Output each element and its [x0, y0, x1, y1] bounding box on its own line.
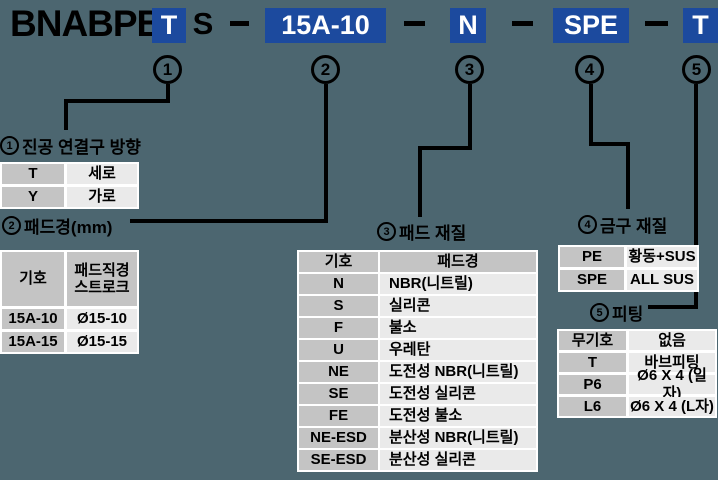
description-cell: 황동+SUS: [627, 247, 697, 267]
table-title-text: 패드 재질: [399, 224, 467, 243]
description-cell: 분산성 실리콘: [380, 450, 536, 470]
connector-line-1: [166, 84, 170, 103]
code-cell: FE: [299, 406, 378, 426]
description-cell: 도전성 불소: [380, 406, 536, 426]
code-cell: NE-ESD: [299, 428, 378, 448]
connector-line-3: [418, 146, 472, 150]
connector-line-4: [589, 84, 593, 146]
connector-line-5: [648, 305, 698, 309]
callout-circle-5: 5: [682, 55, 711, 84]
description-cell: Ø15-15: [67, 332, 137, 352]
code-segment: SPE: [553, 8, 629, 43]
code-cell: T: [2, 164, 64, 184]
description-cell: 분산성 NBR(니트릴): [380, 428, 536, 448]
code-cell: L6: [559, 397, 626, 416]
code-cell: P6: [559, 375, 626, 394]
code-cell: S: [299, 296, 378, 316]
callout-circle-2: 2: [311, 55, 340, 84]
code-cell: 무기호: [559, 331, 626, 350]
code-cell: 15A-10: [2, 309, 64, 329]
connector-line-3: [418, 146, 422, 217]
code-segment: N: [450, 8, 486, 43]
code-cell: N: [299, 274, 378, 294]
callout-circle-4: 4: [575, 55, 604, 84]
description-cell: 불소: [380, 318, 536, 338]
separator-dash-icon: [512, 21, 533, 26]
description-cell: Ø6 X 4 (L자): [629, 397, 715, 416]
connector-line-4: [589, 142, 630, 146]
code-cell: T: [559, 353, 626, 372]
circled-number-icon: 3: [377, 222, 396, 241]
description-cell: 도전성 NBR(니트릴): [380, 362, 536, 382]
code-cell: PE: [560, 247, 624, 267]
description-cell: 없음: [629, 331, 715, 350]
header-cell: 기호: [2, 252, 64, 306]
connector-line-1: [64, 99, 170, 103]
code-segment: BNABPB: [10, 3, 163, 44]
circled-number-icon: 5: [590, 303, 609, 322]
code-segment: S: [192, 6, 214, 41]
description-cell: 세로: [67, 164, 137, 184]
code-cell: Y: [2, 187, 64, 207]
code-cell: U: [299, 340, 378, 360]
code-segment: T: [152, 8, 186, 43]
description-cell: NBR(니트릴): [380, 274, 536, 294]
code-cell: SPE: [560, 270, 624, 290]
code-cell: F: [299, 318, 378, 338]
connector-line-1: [64, 99, 68, 130]
header-cell: 패드직경 스트로크: [67, 252, 137, 306]
circled-number-icon: 4: [578, 215, 597, 234]
code-cell: 15A-15: [2, 332, 64, 352]
circled-number-icon: 2: [2, 216, 21, 235]
description-cell: ALL SUS: [627, 270, 697, 290]
table-title-text: 패드경(mm): [24, 218, 113, 237]
code-cell: NE: [299, 362, 378, 382]
code-cell: SE: [299, 384, 378, 404]
separator-dash-icon: [404, 21, 425, 26]
description-cell: 도전성 실리콘: [380, 384, 536, 404]
description-cell: Ø6 X 4 (일자): [629, 367, 715, 402]
separator-dash-icon: [230, 21, 249, 26]
code-cell: SE-ESD: [299, 450, 378, 470]
connector-line-2: [130, 219, 328, 223]
header-cell: 패드경: [380, 252, 536, 272]
table-title-text: 금구 재질: [600, 217, 668, 236]
connector-line-4: [626, 142, 630, 209]
callout-circle-1: 1: [153, 55, 182, 84]
connector-line-3: [468, 84, 472, 150]
description-cell: 실리콘: [380, 296, 536, 316]
description-cell: Ø15-10: [67, 309, 137, 329]
code-segment: T: [683, 8, 718, 43]
header-cell: 기호: [299, 252, 378, 272]
callout-circle-3: 3: [455, 55, 484, 84]
separator-dash-icon: [645, 21, 668, 26]
table-title-text: 진공 연결구 방향: [22, 138, 141, 157]
circled-number-icon: 1: [0, 136, 19, 155]
description-cell: 바브피팅: [629, 353, 715, 372]
description-cell: 우레탄: [380, 340, 536, 360]
code-segment: 15A-10: [265, 8, 386, 43]
table-title-text: 피팅: [612, 305, 644, 324]
connector-line-5: [694, 84, 698, 309]
description-cell: 가로: [67, 187, 137, 207]
connector-line-2: [324, 84, 328, 223]
